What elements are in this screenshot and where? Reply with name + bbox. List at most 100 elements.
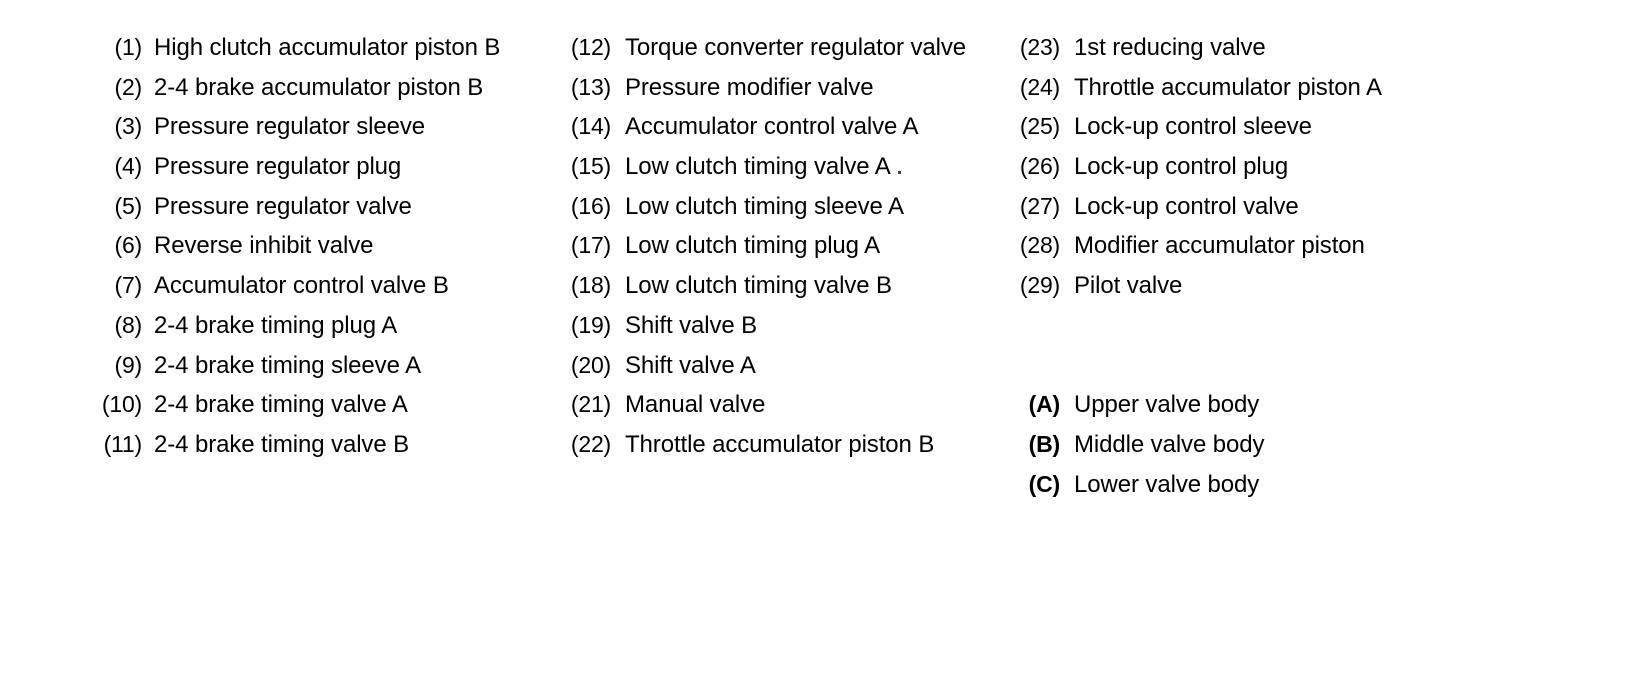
reference-label: 1st reducing valve xyxy=(1074,34,1266,61)
legend-entry: (10) 2-4 brake timing valve A xyxy=(86,385,500,425)
legend-entry: (19) Shift valve B xyxy=(551,306,966,346)
legend-entry: (23) 1st reducing valve xyxy=(1000,28,1382,68)
reference-label: Shift valve A xyxy=(625,351,756,379)
reference-label: Accumulator control valve A xyxy=(625,113,919,141)
legend-entry-body: (A) Upper valve body xyxy=(1000,385,1382,425)
reference-marker: (29) xyxy=(1019,272,1060,299)
reference-label: Lock-up control plug xyxy=(1074,153,1289,181)
reference-label: Reverse inhibit valve xyxy=(154,232,374,260)
legend-entry: (24) Throttle accumulator piston A xyxy=(1000,68,1382,108)
reference-marker: (27) xyxy=(1019,192,1060,219)
reference-label: Lock-up control valve xyxy=(1074,192,1299,220)
reference-label: 2-4 brake timing sleeve A xyxy=(154,351,421,379)
reference-label: Lower valve body xyxy=(1074,470,1260,498)
legend-entry: (5) Pressure regulator valve xyxy=(86,187,500,227)
reference-marker: (18) xyxy=(570,272,611,299)
reference-marker: (14) xyxy=(570,113,611,140)
reference-label: Pressure regulator plug xyxy=(154,153,402,181)
reference-marker: (20) xyxy=(570,351,611,378)
reference-marker: (22) xyxy=(570,430,611,457)
reference-label: 2-4 brake timing valve B xyxy=(154,430,410,458)
reference-marker: (5) xyxy=(114,192,142,219)
reference-label: Pressure regulator sleeve xyxy=(154,113,425,141)
reference-marker: (17) xyxy=(570,232,611,259)
legend-entry-body: (C) Lower valve body xyxy=(1000,465,1382,505)
reference-label: Shift valve B xyxy=(625,311,758,339)
reference-marker: (9) xyxy=(114,351,142,378)
reference-label: Pilot valve xyxy=(1074,272,1183,300)
reference-label: Throttle accumulator piston A xyxy=(1074,73,1382,101)
legend-column-1: (1) High clutch accumulator piston B (2)… xyxy=(86,28,501,465)
reference-marker: (B) xyxy=(1028,430,1061,457)
reference-label: 2-4 brake timing valve A xyxy=(154,391,408,419)
reference-label: Pressure regulator valve xyxy=(154,192,412,220)
reference-marker: (4) xyxy=(114,153,142,180)
legend-entry: (13) Pressure modifier valve xyxy=(551,68,966,108)
legend-entry: (2) 2-4 brake accumulator piston B xyxy=(86,68,500,108)
reference-marker: (6) xyxy=(114,232,142,259)
reference-marker: (24) xyxy=(1019,73,1060,100)
legend-group-spacer xyxy=(1000,306,1382,346)
reference-label: Lock-up control sleeve xyxy=(1074,113,1312,141)
legend-entry: (18) Low clutch timing valve B xyxy=(551,266,966,306)
reference-label: Low clutch timing sleeve A xyxy=(625,192,904,220)
legend-entry: (7) Accumulator control valve B xyxy=(86,266,500,306)
legend-entry: (3) Pressure regulator sleeve xyxy=(86,107,500,147)
reference-marker: (13) xyxy=(570,73,611,100)
reference-marker: (26) xyxy=(1019,153,1060,180)
reference-marker: (28) xyxy=(1019,232,1060,259)
reference-marker: (C) xyxy=(1028,470,1061,497)
reference-marker: (7) xyxy=(114,272,142,299)
legend-entry: (9) 2-4 brake timing sleeve A xyxy=(86,346,500,386)
reference-label: Low clutch timing valve B xyxy=(625,272,892,300)
reference-label: Manual valve xyxy=(625,391,766,419)
reference-marker: (3) xyxy=(114,113,142,140)
reference-marker: (11) xyxy=(103,430,143,457)
legend-entry: (11) 2-4 brake timing valve B xyxy=(86,425,500,465)
reference-label: 2-4 brake timing plug A xyxy=(154,311,398,339)
legend-entry: (21) Manual valve xyxy=(551,385,966,425)
reference-marker: (2) xyxy=(114,73,142,100)
legend-entry: (1) High clutch accumulator piston B xyxy=(86,28,500,68)
reference-label: Throttle accumulator piston B xyxy=(625,430,935,458)
reference-marker: (1) xyxy=(114,34,142,60)
reference-label: Middle valve body xyxy=(1074,430,1265,458)
reference-label: Modifier accumulator piston xyxy=(1074,232,1365,260)
reference-marker: (15) xyxy=(570,153,611,180)
reference-marker: (23) xyxy=(1019,34,1060,60)
reference-marker: (8) xyxy=(114,311,142,338)
reference-marker: (19) xyxy=(570,311,611,338)
reference-label: Low clutch timing valve A xyxy=(625,153,891,181)
reference-label: Pressure modifier valve xyxy=(625,73,874,101)
legend-entry: (12) Torque converter regulator valve xyxy=(551,28,966,68)
reference-marker: (21) xyxy=(570,391,611,418)
reference-label: Accumulator control valve B xyxy=(154,272,449,300)
reference-marker: (A) xyxy=(1028,391,1061,418)
legend-column-3: (23) 1st reducing valve (24) Throttle ac… xyxy=(1000,28,1382,504)
reference-marker: (16) xyxy=(570,192,611,219)
scan-artifact-speck xyxy=(897,171,901,175)
legend-entry: (17) Low clutch timing plug A xyxy=(551,226,966,266)
legend-entry: (26) Lock-up control plug xyxy=(1000,147,1382,187)
legend-entry: (27) Lock-up control valve xyxy=(1000,187,1382,227)
reference-label: Low clutch timing plug A xyxy=(625,232,881,260)
legend-entry: (28) Modifier accumulator piston xyxy=(1000,226,1382,266)
reference-marker: (25) xyxy=(1019,113,1060,140)
legend-entry: (8) 2-4 brake timing plug A xyxy=(86,306,500,346)
reference-marker: (10) xyxy=(101,391,142,418)
legend-entry: (22) Throttle accumulator piston B xyxy=(551,425,966,465)
legend-entry: (15) Low clutch timing valve A xyxy=(551,147,966,187)
reference-label: Torque converter regulator valve xyxy=(625,34,966,61)
legend-entry-body: (B) Middle valve body xyxy=(1000,425,1382,465)
legend-entry: (29) Pilot valve xyxy=(1000,266,1382,306)
reference-label: 2-4 brake accumulator piston B xyxy=(154,73,484,101)
legend-column-2: (12) Torque converter regulator valve (1… xyxy=(551,28,966,465)
reference-label: High clutch accumulator piston B xyxy=(154,34,501,61)
legend-entry: (16) Low clutch timing sleeve A xyxy=(551,187,966,227)
legend-entry: (25) Lock-up control sleeve xyxy=(1000,107,1382,147)
legend-entry: (4) Pressure regulator plug xyxy=(86,147,500,187)
legend-group-spacer xyxy=(1000,346,1382,386)
legend-entry: (20) Shift valve A xyxy=(551,346,966,386)
reference-marker: (12) xyxy=(570,34,611,60)
